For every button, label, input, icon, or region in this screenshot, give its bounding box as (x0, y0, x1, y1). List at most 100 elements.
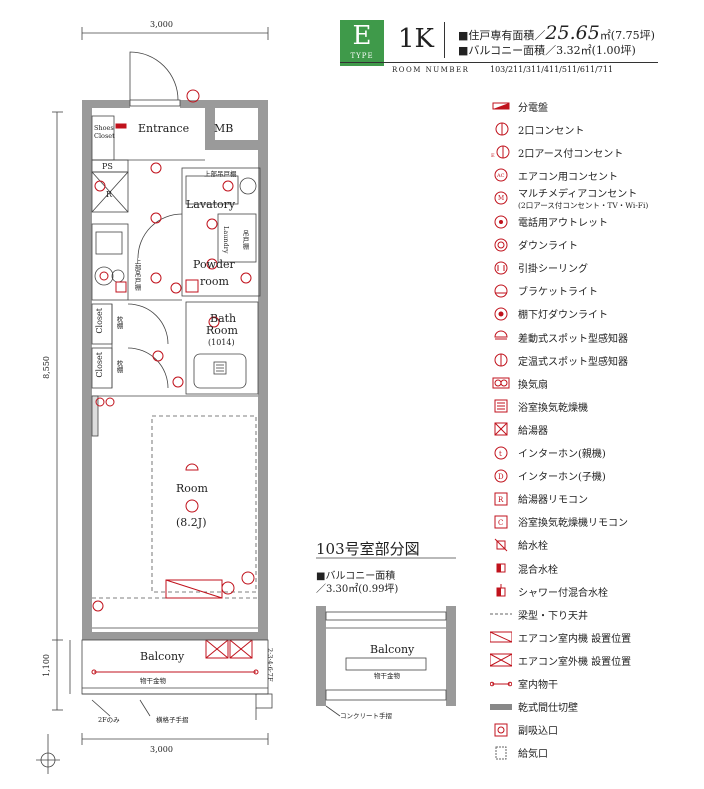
legend-item: 換気扇 (490, 373, 548, 393)
room-number-values: 103/211/311/411/511/611/711 (490, 65, 614, 74)
legend-label: 浴室換気乾燥機 (518, 402, 588, 414)
water-heater-icon (490, 421, 512, 437)
legend-item: ブラケットライト (490, 281, 598, 301)
fixed-sensor-icon (490, 352, 512, 368)
legend-item: 給湯器 (490, 419, 548, 439)
label-bath-2: Room (206, 324, 238, 337)
label-r: R (106, 190, 113, 199)
intercom-sub-icon: D (490, 468, 512, 484)
private-area-value: 25.65 (545, 22, 600, 44)
legend-label: 浴室換気乾燥機リモコン (518, 518, 628, 530)
label-balcony: Balcony (140, 650, 185, 663)
legend-label: 引掛シーリング (518, 264, 588, 276)
legend-label: 給湯器リモコン (518, 495, 588, 507)
legend-label: 換気扇 (518, 379, 548, 391)
legend-item: 乾式間仕切壁 (490, 697, 578, 717)
legend-item: エアコン室内機 設置位置 (490, 627, 631, 647)
label-drying-rack: 物干金物 (140, 677, 166, 685)
vent-fan-icon (490, 375, 512, 391)
air-supply-icon (490, 745, 512, 761)
sub-area-line2: ／3.30㎡(0.99坪) (316, 584, 399, 595)
legend-label: 給気口 (518, 749, 548, 761)
legend-item: エアコン室外機 設置位置 (490, 650, 631, 670)
dryer-remote-icon: C (490, 514, 512, 530)
legend-label: 室内物干 (518, 680, 558, 691)
legend-label: ブラケットライト (518, 287, 598, 299)
layout-code: 1K (398, 24, 434, 54)
private-area-prefix: ■住戸専有面積／ (458, 29, 546, 42)
label-shoes-closet: Shoes Closet (94, 124, 115, 140)
label-bath-1: Bath (210, 312, 237, 325)
label-shelf-2: 枕棚 (115, 360, 123, 373)
legend-label: 電話用アウトレット (518, 218, 608, 229)
legend-label: インターホン(子機) (518, 472, 606, 484)
label-laundry-shelf: 吊戸棚 (241, 230, 249, 250)
legend-item: 給水栓 (490, 535, 548, 555)
multimedia-outlet-icon: M (490, 190, 512, 206)
label-mb: MB (214, 122, 234, 135)
label-bath-3: (1014) (208, 338, 235, 347)
label-kitchen-upper: 上部吊戸棚 (133, 258, 141, 291)
partition-wall-icon (490, 699, 512, 715)
legend-label: 副吸込口 (518, 726, 558, 738)
diff-sensor-icon (490, 329, 512, 345)
legend-label: マルチメディアコンセント (518, 189, 638, 201)
legend-item: シャワー付混合水栓 (490, 581, 608, 601)
legend-item: 棚下灯ダウンライト (490, 304, 608, 324)
shelf-downlight-icon (490, 306, 512, 322)
ac-indoor-icon (490, 629, 512, 645)
svg-text:R: R (498, 496, 504, 504)
header-divider (444, 22, 445, 58)
legend-label: ダウンライト (518, 241, 578, 253)
sub-label-balcony: Balcony (370, 643, 415, 656)
svg-text:AC: AC (496, 173, 505, 179)
sub-area-line1: ■バルコニー面積 (316, 571, 396, 582)
sub-label-railing: コンクリート手摺 (340, 712, 392, 720)
legend-item: 差動式スポット型感知器 (490, 327, 628, 347)
label-floors: 2·3·4·6·7F (266, 648, 274, 682)
legend-item: 給気口 (490, 743, 548, 763)
legend-item: ダウンライト (490, 235, 578, 255)
distribution-board-icon (490, 98, 512, 114)
air-intake-icon (490, 722, 512, 738)
sub-plan-area: ■バルコニー面積 ／3.30㎡(0.99坪) (316, 570, 398, 596)
legend-label: エアコン室外機 設置位置 (518, 656, 632, 668)
label-closet-1: Closet (95, 308, 104, 334)
private-area: ■住戸専有面積／25.65㎡(7.75坪) (458, 22, 655, 44)
outlet-2-earth-icon: E (490, 144, 512, 160)
legend-label: 2口アース付コンセント (518, 148, 624, 160)
svg-text:t: t (499, 450, 502, 458)
label-lavatory: Lavatory (186, 198, 236, 211)
legend-item: 定温式スポット型感知器 (490, 350, 628, 370)
legend-label: シャワー付混合水栓 (518, 587, 608, 599)
legend-item: 梁型・下り天井 (490, 604, 588, 624)
label-laundry: Laundry (222, 226, 230, 254)
header-rule (340, 62, 658, 63)
legend-label: エアコン室内機 設置位置 (518, 633, 632, 645)
beam-line-icon (490, 606, 512, 622)
legend-label: 給水栓 (518, 541, 548, 553)
legend-label: 差動式スポット型感知器 (518, 333, 628, 345)
legend-label: 乾式間仕切壁 (518, 703, 578, 715)
label-entrance: Entrance (138, 122, 190, 135)
svg-text:C: C (498, 519, 503, 527)
dim-left-main: 8,550 (42, 356, 51, 379)
legend-item: 電話用アウトレット (490, 212, 608, 232)
label-ps: PS (102, 162, 113, 171)
svg-text:D: D (498, 473, 504, 481)
outlet-2-icon (490, 121, 512, 137)
legend-item: 引掛シーリング (490, 258, 588, 278)
label-shelf-1: 枕棚 (115, 316, 123, 329)
ceiling-hook-icon (490, 260, 512, 276)
heater-remote-icon: R (490, 491, 512, 507)
bracket-light-icon (490, 283, 512, 299)
label-room: Room (176, 482, 208, 495)
legend-item: E 2口アース付コンセント (490, 142, 623, 162)
legend-item: C 浴室換気乾燥機リモコン (490, 512, 628, 532)
type-letter: E (352, 21, 372, 51)
label-note-2f: 2Fのみ (98, 716, 120, 724)
room-number-label: ROOM NUMBER (392, 66, 470, 74)
